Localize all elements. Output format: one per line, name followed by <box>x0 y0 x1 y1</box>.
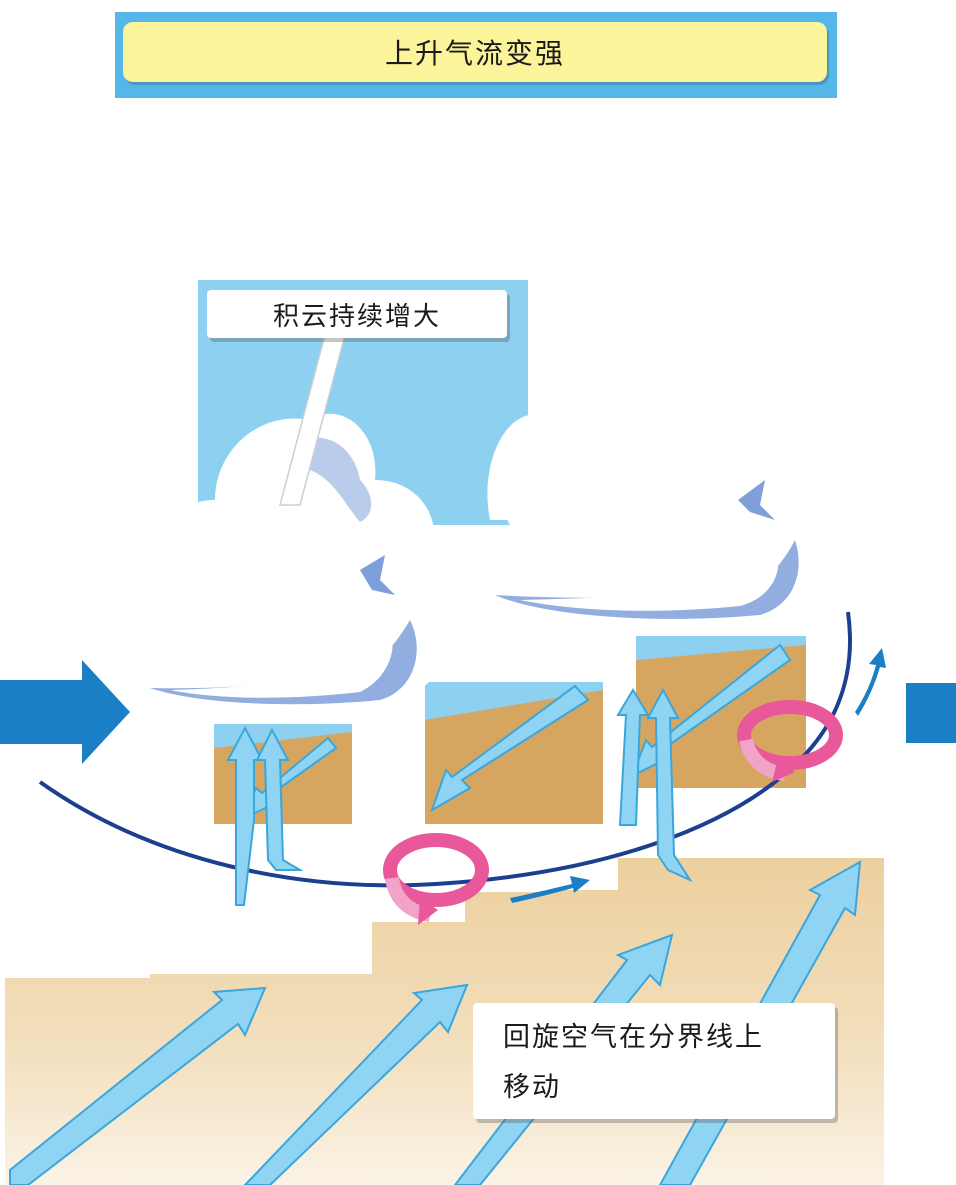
page-title: 上升气流变强 <box>385 32 565 72</box>
rotating-air-label-line1: 回旋空气在分界线上 <box>503 1013 835 1063</box>
cloud-growth-label: 积云持续增大 <box>207 290 507 338</box>
small-panel-left <box>214 724 352 824</box>
cloud-right <box>480 373 818 620</box>
title-banner: 上升气流变强 <box>115 12 837 98</box>
rotating-air-label-line2: 移动 <box>503 1063 835 1113</box>
title-pill: 上升气流变强 <box>123 22 827 82</box>
rotating-air-label: 回旋空气在分界线上 移动 <box>473 1003 835 1119</box>
wind-arrow-tail <box>906 683 956 743</box>
